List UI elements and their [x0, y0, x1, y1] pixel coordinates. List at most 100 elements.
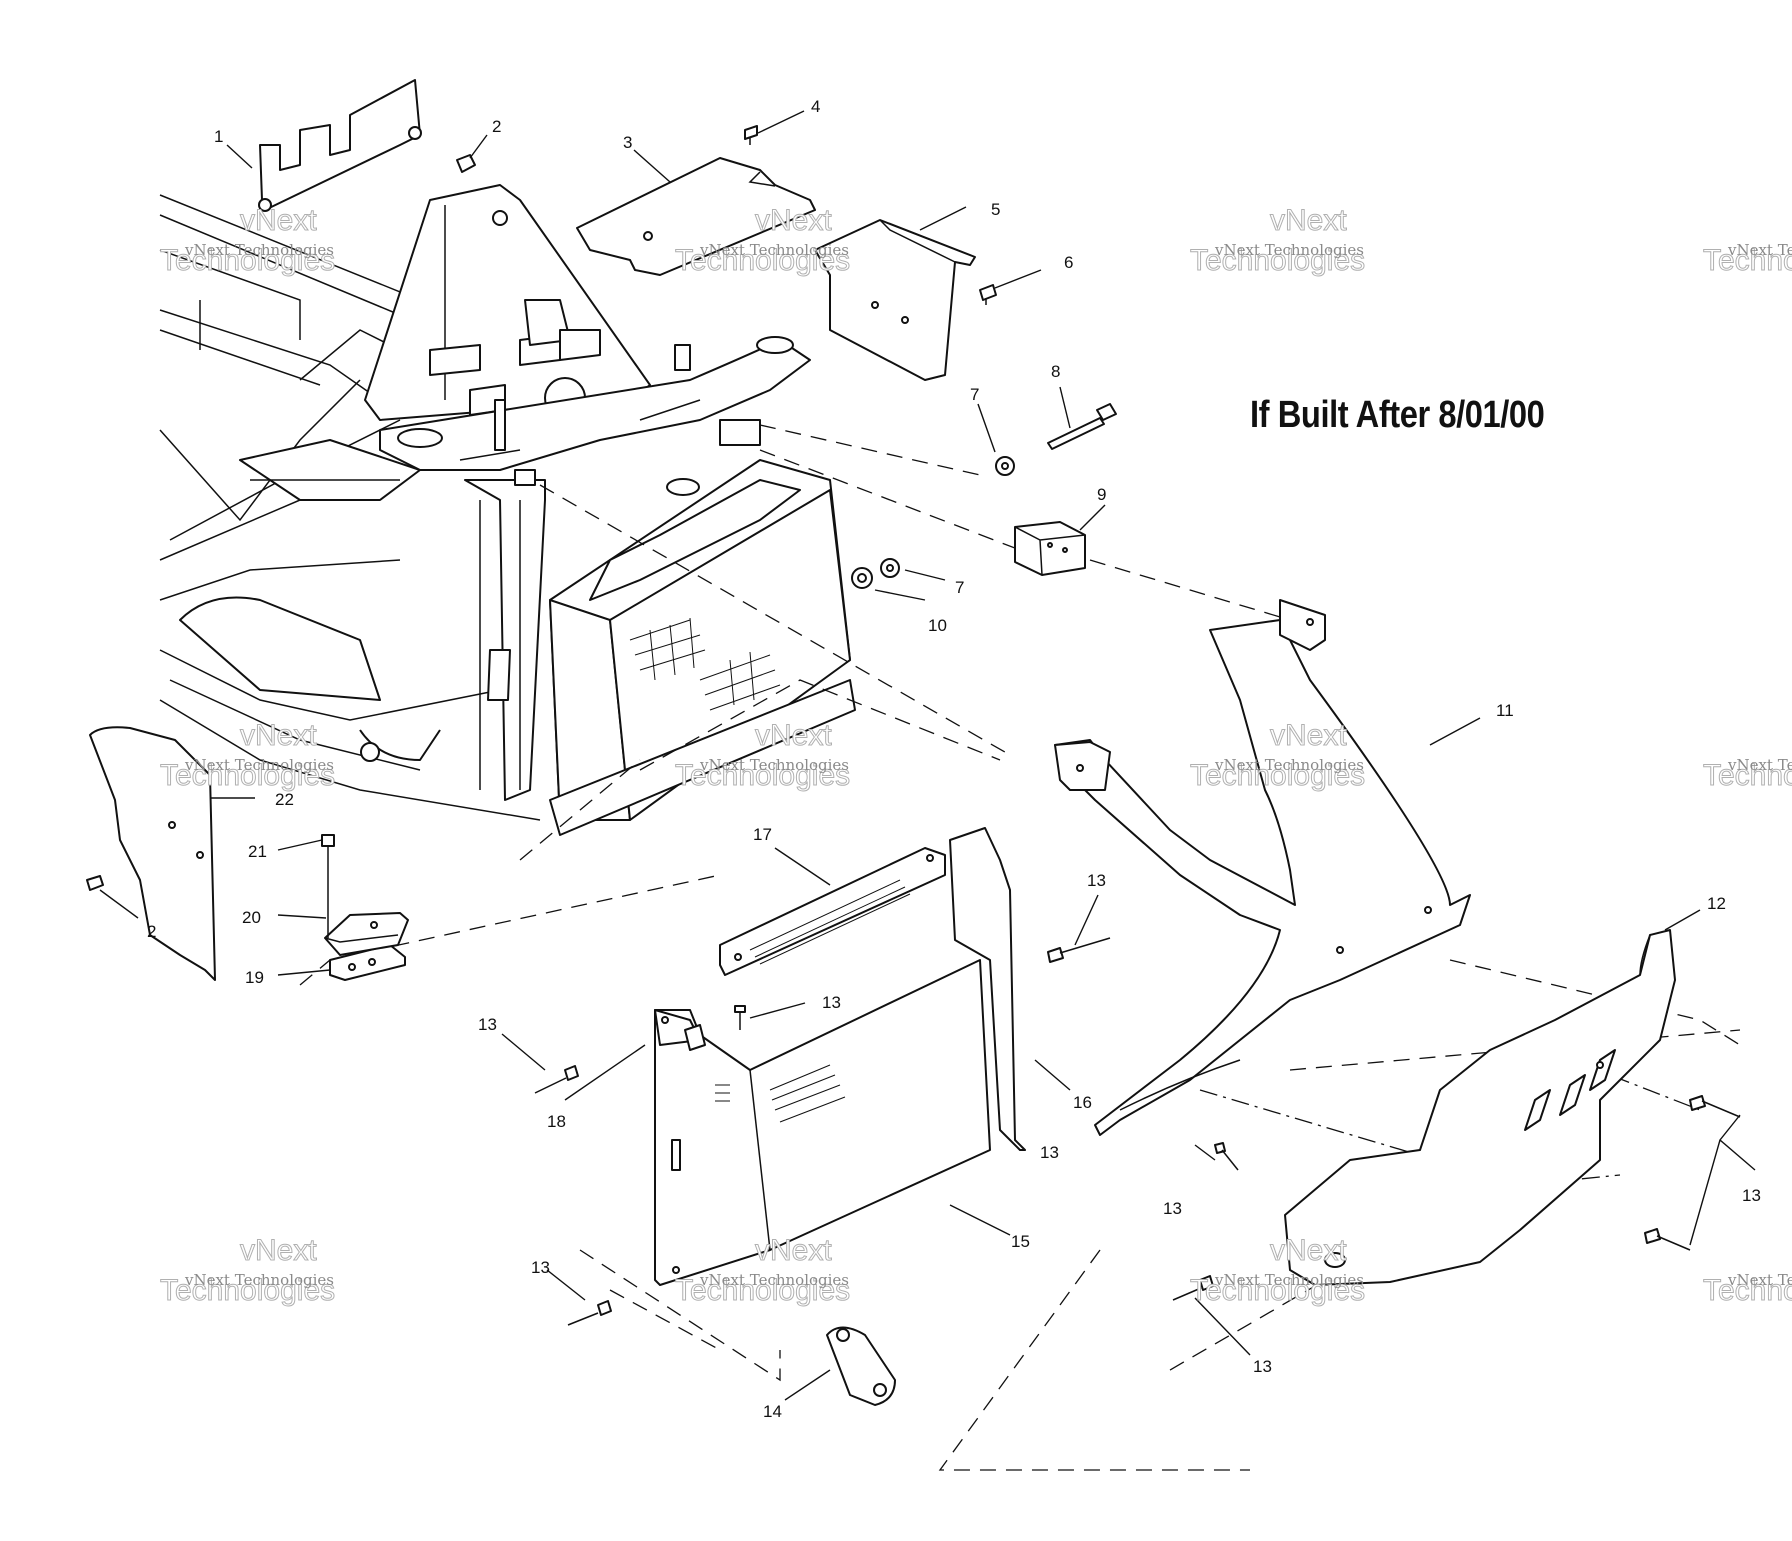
chassis-frame [159, 194, 541, 821]
part-16-side-panel [949, 827, 1026, 1151]
part-1-shield [258, 79, 422, 212]
part-11-bumper [1054, 599, 1471, 1136]
callout-21: 21 [248, 842, 267, 861]
svg-text:vNext Technologies: vNext Technologies [184, 1271, 334, 1289]
svg-text:vNext Technologies: vNext Technologies [1214, 241, 1364, 259]
svg-text:vNext Technologies: vNext Technologies [699, 756, 849, 774]
callout-7: 7 [970, 385, 979, 404]
svg-text:vNext: vNext [240, 204, 317, 237]
part-10-nut [851, 567, 873, 589]
part-19-angle [329, 944, 406, 981]
callout-6: 6 [1064, 253, 1073, 272]
svg-text:vNext Technologies: vNext Technologies [1214, 756, 1364, 774]
svg-text:vNext: vNext [240, 719, 317, 752]
part-14-tab [826, 1326, 896, 1406]
svg-text:vNext: vNext [755, 1234, 832, 1267]
callout-2: 2 [492, 117, 501, 136]
svg-text:Technologies: Technologies [1190, 244, 1365, 277]
watermark: Technologies vNext vNext Technologies [1190, 204, 1366, 278]
part-7-washer [880, 456, 1015, 578]
part-6-screw [979, 284, 997, 305]
part-21-screw [321, 834, 335, 938]
callout-8: 8 [1051, 362, 1060, 381]
svg-text:Technologies: Technologies [1190, 1274, 1365, 1307]
part-3-pad [576, 157, 816, 276]
svg-text:Technologies: Technologies [1190, 759, 1365, 792]
part-8-bolt [1047, 403, 1117, 450]
callout-13: 13 [1040, 1143, 1059, 1162]
callout-20: 20 [242, 908, 261, 927]
callout-13: 13 [1163, 1199, 1182, 1218]
radiator [549, 459, 856, 836]
callout-13: 13 [1742, 1186, 1761, 1205]
callout-11: 11 [1496, 701, 1514, 720]
svg-text:Technologies: Technologies [675, 1274, 850, 1307]
svg-text:Technologies: Technologies [1703, 244, 1792, 277]
callout-14: 14 [763, 1402, 782, 1421]
part-22-side-shield [89, 726, 216, 981]
watermark: Technologies vNext vNext Technologies [675, 719, 851, 793]
callout-19: 19 [245, 968, 264, 987]
watermark: Technologies vNext Technologies [1703, 241, 1792, 278]
svg-text:vNext Technologies: vNext Technologies [1727, 1271, 1792, 1289]
watermark: Technologies vNext vNext Technologies [675, 1234, 851, 1308]
svg-text:vNext: vNext [1270, 204, 1347, 237]
svg-text:Technologies: Technologies [160, 1274, 335, 1307]
callout-13: 13 [822, 993, 841, 1012]
build-date-note: If Built After 8/01/00 [1250, 394, 1545, 436]
callout-13: 13 [478, 1015, 497, 1034]
svg-text:Technologies: Technologies [1703, 1274, 1792, 1307]
callout-15: 15 [1011, 1232, 1030, 1251]
svg-text:Technologies: Technologies [1703, 759, 1792, 792]
callout-22: 22 [275, 790, 294, 809]
svg-text:vNext Technologies: vNext Technologies [184, 241, 334, 259]
callout-4: 4 [811, 97, 820, 116]
svg-text:Technologies: Technologies [160, 759, 335, 792]
callout-13: 13 [1087, 871, 1106, 890]
callout-numbers: 1 2 2 3 4 5 6 7 7 8 9 10 11 12 13 13 13 … [147, 97, 1761, 1421]
svg-text:vNext Technologies: vNext Technologies [1727, 756, 1792, 774]
svg-text:vNext Technologies: vNext Technologies [699, 241, 849, 259]
watermark: Technologies vNext Technologies [1703, 756, 1792, 793]
head-plate [364, 184, 651, 421]
watermark: Technologies vNext vNext Technologies [160, 204, 336, 278]
callout-7: 7 [955, 578, 964, 597]
callout-10: 10 [928, 616, 947, 635]
watermarks: Technologies vNext vNext Technologies Te… [160, 204, 1792, 1308]
callout-3: 3 [623, 133, 632, 152]
callout-5: 5 [991, 200, 1000, 219]
callout-12: 12 [1707, 894, 1726, 913]
watermark: Technologies vNext vNext Technologies [160, 719, 336, 793]
svg-text:Technologies: Technologies [675, 244, 850, 277]
svg-text:Technologies: Technologies [160, 244, 335, 277]
part-5-bracket [814, 219, 976, 381]
callout-18: 18 [547, 1112, 566, 1131]
part-18-bracket [684, 1024, 706, 1051]
left-upright [464, 399, 546, 801]
callout-13: 13 [1253, 1357, 1272, 1376]
watermark: Technologies vNext vNext Technologies [675, 204, 851, 278]
part-13-rivet [534, 937, 1741, 1326]
part-2-clip [86, 154, 476, 891]
svg-text:vNext: vNext [755, 204, 832, 237]
watermark: Technologies vNext vNext Technologies [1190, 719, 1366, 793]
leader-lines [99, 110, 1756, 1401]
part-9-spacer [1014, 521, 1086, 576]
svg-text:vNext: vNext [755, 719, 832, 752]
callout-2: 2 [147, 922, 156, 941]
callout-13: 13 [531, 1258, 550, 1277]
watermark: Technologies vNext Technologies [1703, 1271, 1792, 1308]
callout-9: 9 [1097, 485, 1106, 504]
callout-1: 1 [214, 127, 223, 146]
svg-text:vNext Technologies: vNext Technologies [699, 1271, 849, 1289]
part-4-screw [744, 125, 758, 145]
svg-text:vNext: vNext [240, 1234, 317, 1267]
part-20-block [324, 912, 409, 956]
callout-16: 16 [1073, 1093, 1092, 1112]
part-17-top-cover [719, 847, 946, 976]
svg-text:vNext: vNext [1270, 719, 1347, 752]
front-cross-tube [379, 336, 811, 471]
svg-text:vNext Technologies: vNext Technologies [184, 756, 334, 774]
svg-text:vNext: vNext [1270, 1234, 1347, 1267]
